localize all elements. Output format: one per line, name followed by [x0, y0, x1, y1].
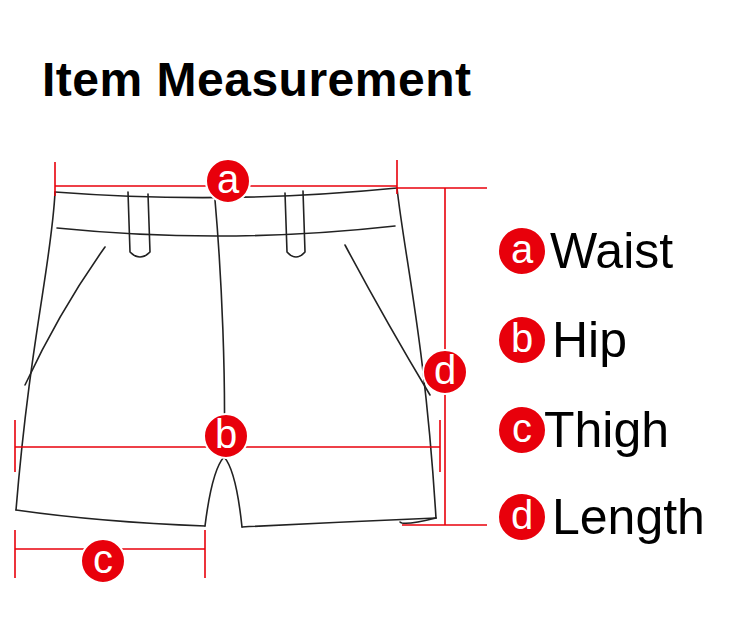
waistband-bottom [57, 226, 395, 236]
callout-letter: c [79, 537, 127, 585]
callout-letter: d [496, 491, 548, 543]
callout-letter: b [496, 314, 548, 366]
crotch [205, 457, 242, 527]
dimension-tick [14, 420, 16, 472]
belt-loop [285, 191, 305, 257]
dimension-tick [204, 530, 206, 578]
measurement-name: Hip [552, 315, 627, 365]
callout-circle: a [204, 157, 252, 205]
left-hem [16, 510, 205, 526]
callout-letter: a [496, 225, 548, 277]
dimension-tick [397, 187, 487, 189]
legend-key: cThigh [496, 404, 669, 456]
title: Item Measurement [42, 52, 471, 107]
measurement-name: Length [552, 492, 705, 542]
callout-letter: d [421, 348, 469, 396]
measurement-name: Waist [550, 226, 673, 276]
pocket [345, 245, 430, 395]
left-side [16, 192, 55, 510]
callout-letter: c [496, 404, 548, 456]
dimension-tick [439, 420, 441, 472]
pocket [25, 247, 105, 385]
callout-circle: d [421, 348, 469, 396]
callout-letter: b [202, 412, 250, 460]
callout-circle: b [202, 412, 250, 460]
dimension-tick [54, 162, 56, 196]
right-side [397, 188, 436, 518]
legend-key: dLength [496, 491, 705, 543]
legend-key: bHip [496, 314, 627, 366]
measurement-name: Thigh [544, 405, 669, 455]
dimension-tick [14, 530, 16, 578]
dimension-tick [396, 160, 398, 194]
hem-fold [400, 518, 436, 523]
callout-letter: a [204, 157, 252, 205]
belt-loop [128, 192, 150, 257]
legend-key: aWaist [496, 225, 673, 277]
callout-circle: c [79, 537, 127, 585]
